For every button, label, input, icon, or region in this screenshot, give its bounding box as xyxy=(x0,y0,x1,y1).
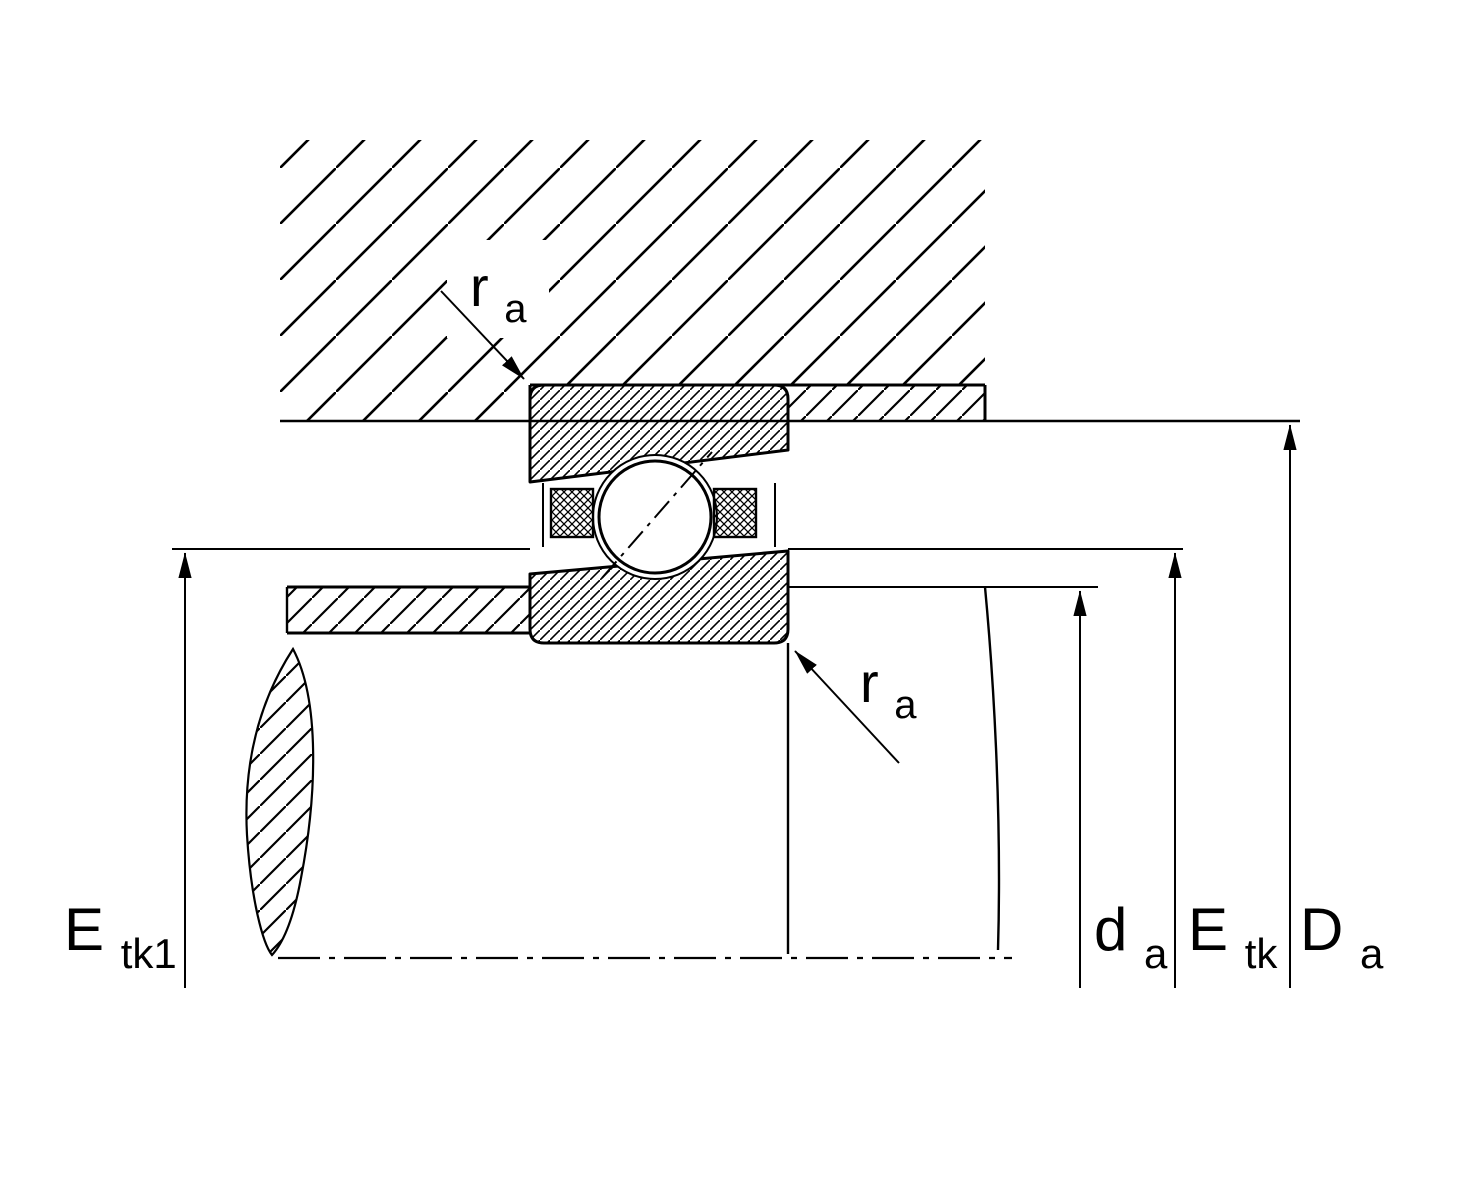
label-Da: D a xyxy=(1300,896,1384,977)
leader-line-ra-bottom xyxy=(794,650,900,764)
bearing-inner-ring xyxy=(528,549,790,645)
label-etk: E tk xyxy=(1188,896,1278,977)
label-background xyxy=(447,240,549,338)
label-ra-top-sub: a xyxy=(504,287,527,331)
label-etk-main: E xyxy=(1188,896,1228,963)
label-da-main: d xyxy=(1094,896,1127,963)
label-ra-top: r a xyxy=(470,255,527,331)
bearing-cage-left xyxy=(549,487,595,539)
label-ra-bottom-sub: a xyxy=(894,683,917,727)
label-etk1-main: E xyxy=(64,896,104,963)
label-etk1-sub: tk1 xyxy=(121,930,177,977)
label-ra-bottom: r a xyxy=(860,651,917,727)
shaft-right-contour xyxy=(983,586,1001,951)
leader-line-ra-top xyxy=(440,290,525,380)
bearing-cage-right xyxy=(712,487,758,539)
label-Da-main: D xyxy=(1300,896,1343,963)
housing-end-strip xyxy=(788,385,985,421)
label-etk-sub: tk xyxy=(1245,930,1279,977)
label-ra-top-main: r xyxy=(470,255,489,318)
shaft-section-strip xyxy=(287,587,530,633)
shaft-shoulder-hatch xyxy=(245,646,315,957)
label-ra-bottom-main: r xyxy=(860,651,879,714)
contact-angle-centerline xyxy=(601,451,713,579)
label-etk1: E tk1 xyxy=(64,896,177,977)
housing-section xyxy=(280,140,985,421)
label-da: d a xyxy=(1094,896,1168,977)
bearing-outer-ring xyxy=(528,383,790,484)
label-Da-sub: a xyxy=(1360,930,1384,977)
label-da-sub: a xyxy=(1144,930,1168,977)
